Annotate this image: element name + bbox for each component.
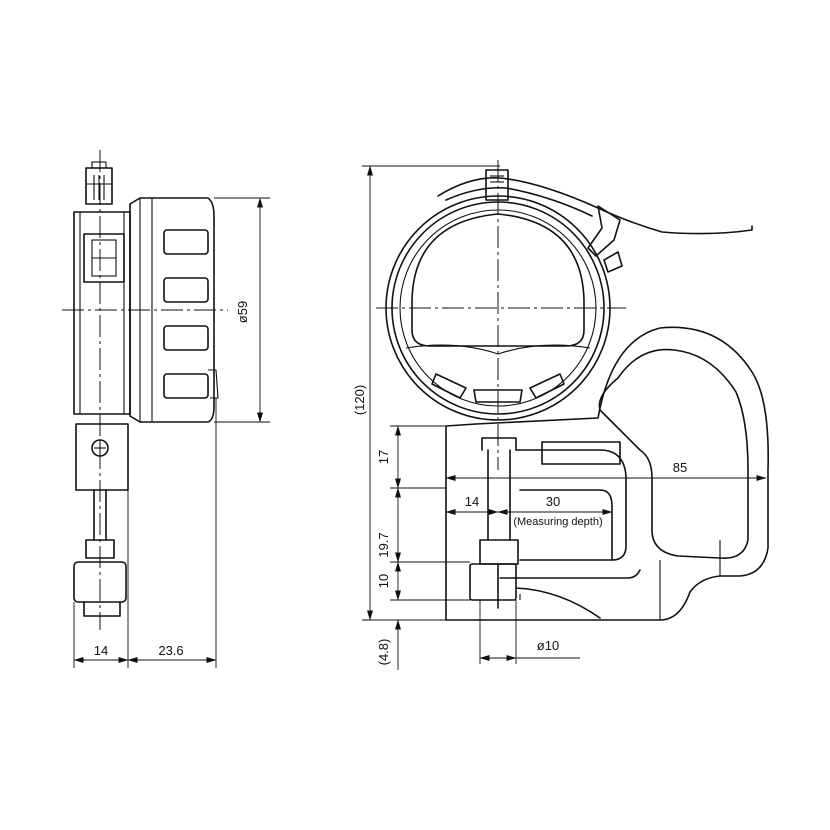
dim-label-depth-right: 23.6: [158, 643, 183, 658]
dim-label-gap: 19.7: [376, 532, 391, 557]
side-view: ø59 14 23.6: [62, 150, 270, 668]
dim-label-bottom: (4.8): [376, 639, 391, 666]
side-lift-knob: [85, 161, 113, 205]
dim-label-dial-diameter: ø59: [235, 301, 250, 323]
dim-vertical-stack: 17 19.7 10 (4.8): [376, 425, 470, 670]
dim-side-depth: 14 23.6: [73, 398, 217, 668]
dim-label-throat-depth: 85: [673, 460, 687, 475]
dim-throat-depth: 85: [445, 460, 767, 481]
front-lever: [437, 169, 753, 273]
front-view: (120) 17 19.7 10 (4.8) 85 14: [352, 160, 769, 670]
side-stem: [73, 423, 129, 617]
front-spindle-anvil: [469, 449, 519, 609]
dim-label-frame-height: 17: [376, 450, 391, 464]
dim-label-measuring-depth: 30: [546, 494, 560, 509]
dim-label-anvil-height: 10: [376, 574, 391, 588]
dim-anvil-diameter: ø10: [479, 600, 580, 664]
dim-note-measuring-depth: (Measuring depth): [513, 516, 602, 528]
dim-label-anvil-diameter: ø10: [537, 638, 559, 653]
dim-label-depth-left: 14: [94, 643, 108, 658]
dim-label-anvil-offset: 14: [465, 494, 479, 509]
front-frame: [445, 326, 769, 621]
dim-label-overall-height: (120): [352, 385, 367, 415]
side-dial-housing: [129, 197, 219, 423]
dim-measuring-depth: 14 30 (Measuring depth): [445, 488, 613, 528]
dim-dial-diameter: ø59: [214, 197, 270, 423]
side-body: [73, 211, 131, 415]
